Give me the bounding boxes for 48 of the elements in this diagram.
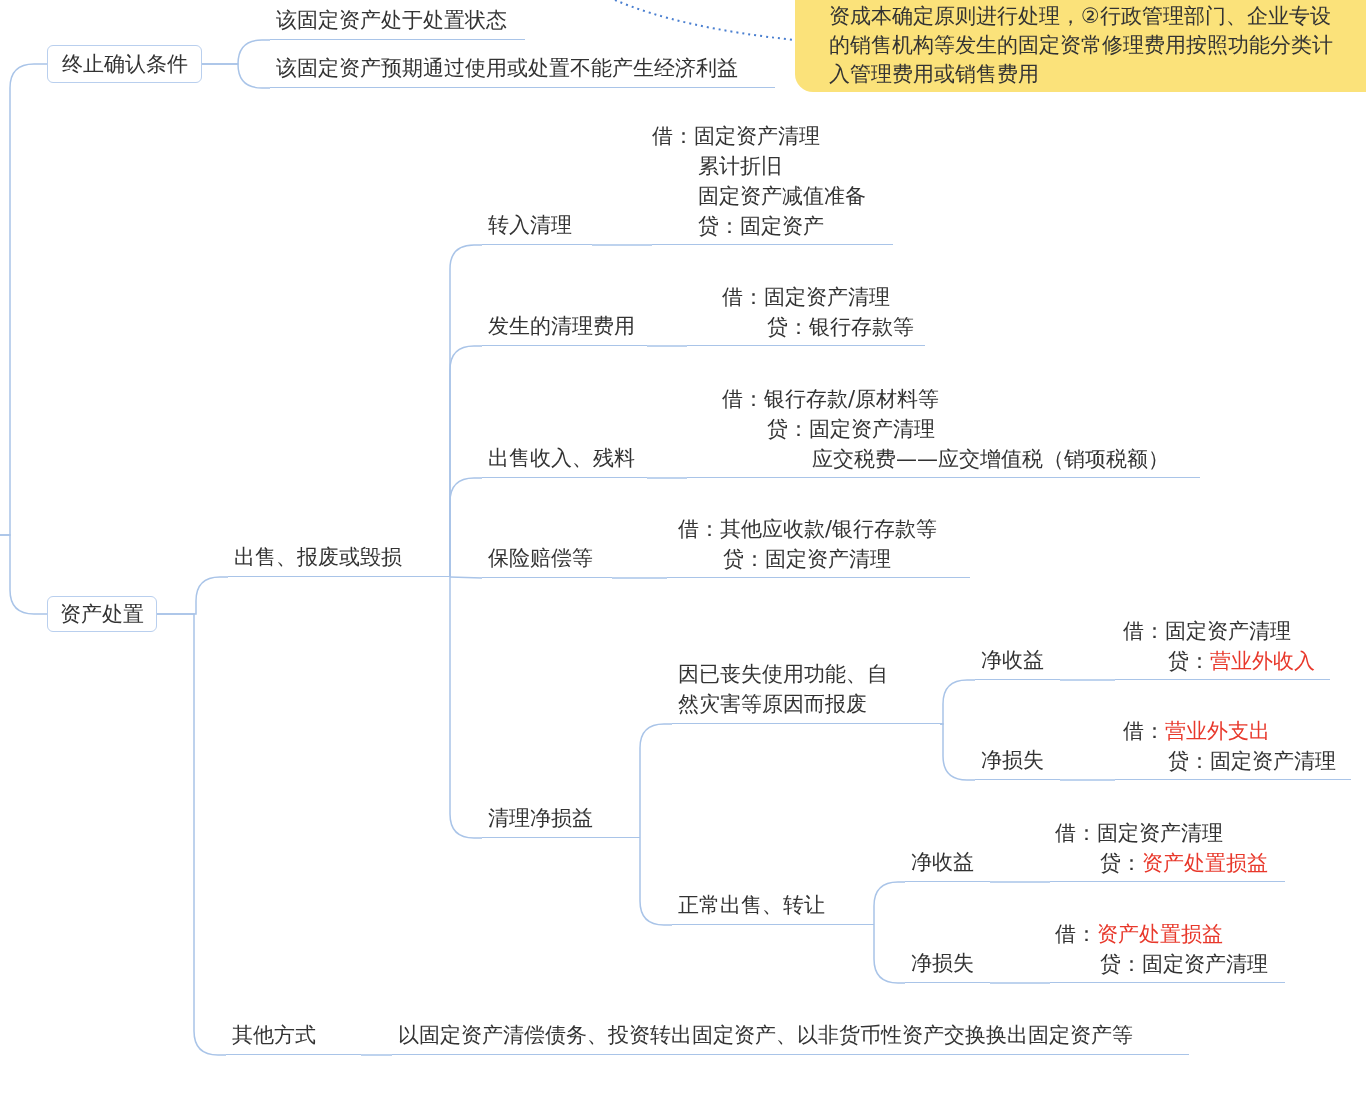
branch-label: 该固定资产预期通过使用或处置不能产生经济利益 — [270, 54, 775, 88]
branch-line — [611, 577, 668, 579]
note-card: 资成本确定原则进行处理，②行政管理部门、企业专设的销售机构等发生的固定资常修理费用按照功能分类计入管理费用或销售费用 — [795, 0, 1366, 92]
branch-label: 净收益 — [975, 646, 1060, 680]
branch-line — [201, 63, 271, 89]
journal-entry: 借：资产处置损益 贷：固定资产清理 — [1050, 919, 1285, 983]
journal-entry: 借：固定资产清理 贷：资产处置损益 — [1050, 818, 1285, 882]
branch-label: 出售收入、残料 — [482, 444, 647, 478]
branch-line — [449, 477, 483, 578]
branch-line — [989, 982, 1051, 984]
branch-label: 该固定资产处于处置状态 — [270, 6, 525, 40]
branch-line — [939, 723, 976, 781]
branch-line — [449, 576, 483, 839]
branch-line — [639, 837, 673, 926]
branch-line — [360, 1054, 393, 1056]
branch-label: 净损失 — [975, 746, 1060, 780]
branch-line — [646, 345, 688, 347]
branch-line — [639, 723, 673, 839]
branch-line — [591, 244, 653, 246]
journal-entry: 借：其他应收款/银行存款等 贷：固定资产清理 — [667, 514, 970, 578]
branch-label: 正常出售、转让 — [672, 891, 874, 925]
branch-label: 出售、报废或毁损 — [228, 543, 450, 577]
branch-line — [873, 924, 906, 984]
branch-label: 保险赔偿等 — [482, 544, 612, 578]
branch-line — [156, 613, 227, 1056]
branch-line — [989, 881, 1051, 883]
branch-label: 净损失 — [905, 949, 990, 983]
branch-label: 因已丧失使用功能、自然灾害等原因而报废 — [672, 656, 940, 724]
branch-line — [1059, 779, 1116, 781]
branch-line — [873, 881, 906, 926]
journal-entry: 借：固定资产清理 贷：银行存款等 — [687, 282, 925, 346]
journal-entry: 借：固定资产清理 累计折旧 固定资产减值准备 贷：固定资产 — [652, 121, 893, 245]
branch-label: 清理净损益 — [482, 804, 640, 838]
branch-label: 转入清理 — [482, 211, 592, 245]
branch-line — [939, 679, 976, 725]
topic-box: 终止确认条件 — [47, 45, 202, 83]
branch-line — [1059, 679, 1116, 681]
journal-entry: 借：营业外支出 贷：固定资产清理 — [1115, 716, 1351, 780]
branch-label: 净收益 — [905, 848, 990, 882]
journal-entry: 借：固定资产清理 贷：营业外收入 — [1115, 616, 1330, 680]
topic-box: 资产处置 — [47, 596, 157, 632]
branch-label: 发生的清理费用 — [482, 312, 647, 346]
branch-label: 以固定资产清偿债务、投资转出固定资产、以非货币性资产交换换出固定资产等 — [392, 1021, 1189, 1055]
branch-line — [0, 534, 48, 615]
journal-entry: 借：银行存款/原材料等 贷：固定资产清理 应交税费——应交增值税（销项税额） — [687, 384, 1200, 478]
branch-line — [646, 477, 688, 479]
branch-line — [449, 576, 483, 579]
branch-label: 其他方式 — [226, 1021, 361, 1055]
